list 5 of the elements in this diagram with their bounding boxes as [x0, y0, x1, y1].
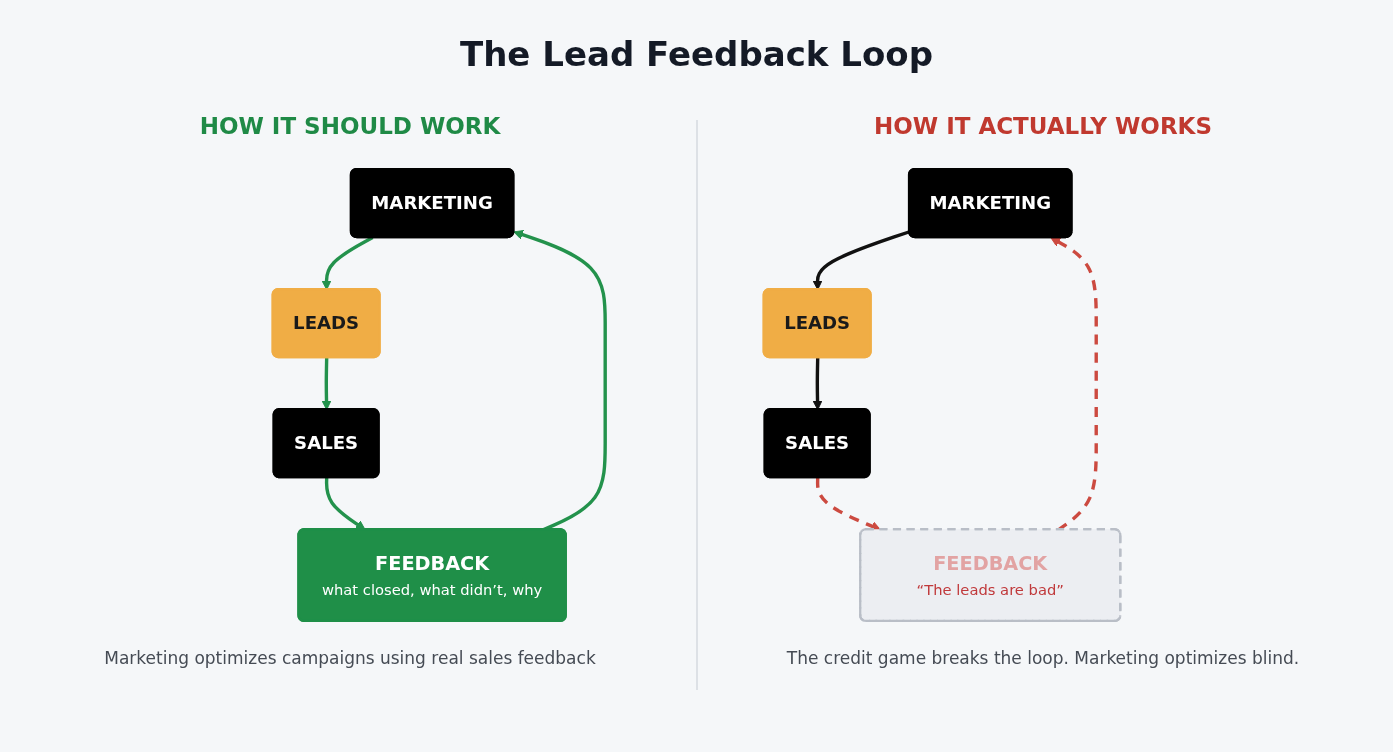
- caption-text: Marketing optimizes campaigns using real sales feedback: [104, 648, 596, 668]
- section-heading: HOW IT SHOULD WORK: [199, 113, 501, 139]
- caption-text: The credit game breaks the loop. Marketing optimizes blind.: [786, 648, 1300, 668]
- diagram-title: The Lead Feedback Loop: [460, 34, 933, 74]
- section-heading: HOW IT ACTUALLY WORKS: [874, 113, 1212, 139]
